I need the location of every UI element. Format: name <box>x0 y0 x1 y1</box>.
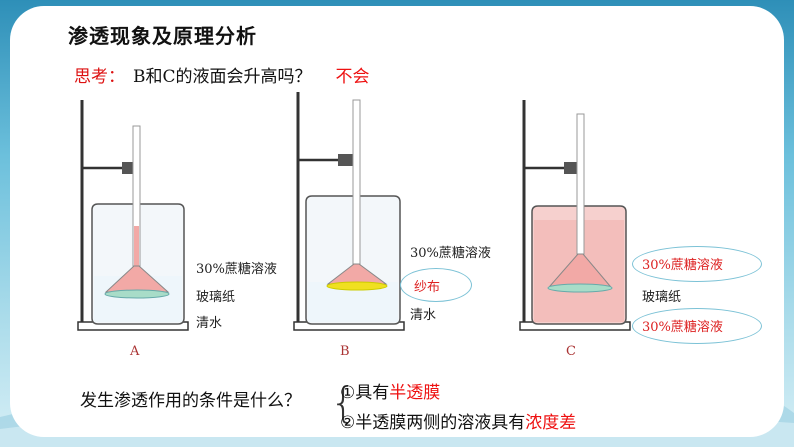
answer-text: 不会 <box>335 67 370 87</box>
caption-c: C <box>566 344 576 359</box>
condition-1-emphasis: 半透膜 <box>389 383 441 403</box>
conditions-question: 发生渗透作用的条件是什么？ <box>80 391 301 411</box>
label-a-cellophane: 玻璃纸 <box>196 290 236 305</box>
label-c-sucrose-inner: 30%蔗糖溶液 <box>642 258 723 273</box>
label-a-water: 清水 <box>196 316 223 331</box>
caption-a: A <box>130 344 140 359</box>
label-b-gauze: 纱布 <box>414 280 441 295</box>
brace-symbol: { <box>330 378 357 427</box>
apparatus-b-illustration <box>293 92 405 331</box>
highlight-ellipse-b-gauze <box>400 268 472 302</box>
highlight-ellipse-c-bottom <box>632 308 762 344</box>
condition-2-emphasis: 浓度差 <box>525 413 577 433</box>
condition-1-prefix: ①具有 <box>340 383 390 403</box>
label-a-sucrose: 30%蔗糖溶液 <box>196 262 277 277</box>
apparatus-c-illustration <box>519 100 631 331</box>
condition-2-prefix: ②半透膜两侧的溶液具有 <box>340 413 526 433</box>
question-label: 思考： <box>74 67 125 87</box>
apparatus-a-illustration <box>77 100 189 331</box>
slide-title: 渗透现象及原理分析 <box>68 24 257 48</box>
question-line: 思考： B和C的液面会升高吗？ 不会 <box>74 62 370 87</box>
caption-b: B <box>340 344 350 359</box>
label-c-cellophane: 玻璃纸 <box>642 290 682 305</box>
condition-1: ①具有半透膜 <box>340 378 440 403</box>
question-text: B和C的液面会升高吗？ <box>133 67 312 87</box>
label-b-sucrose: 30%蔗糖溶液 <box>410 246 491 261</box>
label-c-sucrose-outer: 30%蔗糖溶液 <box>642 320 723 335</box>
label-b-water: 清水 <box>410 308 437 323</box>
condition-2: ②半透膜两侧的溶液具有浓度差 <box>340 408 576 433</box>
slide-card: 渗透现象及原理分析 思考： B和C的液面会升高吗？ 不会 30%蔗糖溶液 玻璃纸 清… <box>10 6 784 437</box>
highlight-ellipse-c-top <box>632 246 762 282</box>
